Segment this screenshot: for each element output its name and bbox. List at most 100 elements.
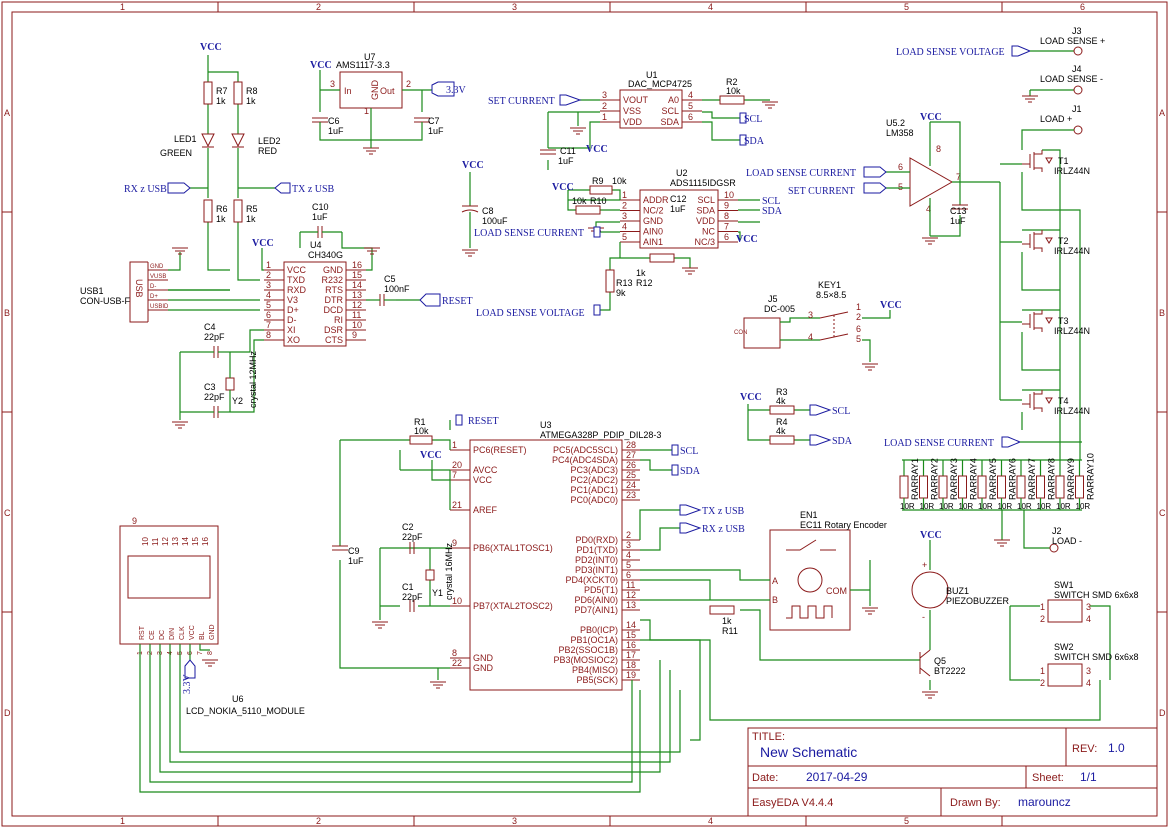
title-value: New Schematic (760, 744, 857, 760)
usb1-value: CON-USB-F (80, 296, 130, 306)
rarray-value: 10R (1037, 502, 1052, 511)
u7-pin1: 1 (364, 106, 369, 116)
r3r4-wires (747, 404, 810, 441)
usb1-body: USB (134, 279, 144, 298)
r1-ref: R1 (414, 417, 426, 427)
key1-pin-number: 2 (856, 312, 861, 322)
u3-pin-name: PD0(RXD) (575, 535, 618, 545)
drawn-value: marouncz (1018, 795, 1071, 809)
u3-pin-name: PB2(SSOC1B) (558, 645, 618, 655)
r6-ref: R6 (216, 204, 228, 214)
sw2-pin4: 4 (1086, 678, 1091, 688)
sheet-value: 1/1 (1080, 770, 1097, 784)
u5-pin7: 7 (956, 172, 961, 182)
u3-pin-number: 11 (626, 580, 635, 590)
j5-ref: J5 (768, 294, 778, 304)
r7-value: 1k (216, 96, 226, 106)
u3-atmega328p: U3 ATMEGA328P_PDIP_DIL28-3 (469, 420, 661, 691)
c9-capacitor: C9 1uF (332, 545, 364, 566)
u3-pin-name: PB0(ICP) (580, 625, 618, 635)
j5-con: CON (734, 330, 747, 336)
j1-ref: J1 (1072, 104, 1082, 114)
u6-wires (139, 639, 701, 793)
rarray-value: 10R (998, 502, 1013, 511)
u4-pin-name: V3 (287, 295, 298, 305)
mosfet-value: IRLZ44N (1054, 326, 1090, 336)
c5-ref: C5 (384, 274, 396, 284)
title-block: TITLE: New Schematic REV: 1.0 Date: 2017… (747, 727, 1158, 817)
usb1-pin-name: D- (150, 284, 156, 290)
u4-pin-number: 10 (352, 320, 362, 330)
grid-row-b: B (4, 308, 10, 318)
c5-value: 100nF (384, 284, 410, 294)
u6-pin-number: 8 (207, 651, 214, 655)
u4-pin-number: 8 (266, 330, 271, 340)
u6-top-pin: 14 (181, 537, 190, 546)
u4-pin-name: D- (287, 315, 297, 325)
rarray-ref: RARRAY6 (1008, 458, 1018, 500)
u6-value: LCD_NOKIA_5110_MODULE (186, 706, 305, 716)
u3-pin-name: PD1(TXD) (576, 545, 618, 555)
c10-value: 1uF (312, 212, 328, 222)
usb1-ref: USB1 (80, 286, 104, 296)
u5-pin8: 8 (936, 144, 941, 154)
dac-pin-number: 5 (688, 101, 693, 111)
gnd-symbol-j4 (1022, 95, 1038, 103)
r8-value: 1k (246, 96, 256, 106)
u2-pin-number: 4 (622, 222, 627, 232)
u3-pin-name: PB6(XTAL1TOSC1) (473, 543, 553, 553)
u4-pin-number: 5 (266, 300, 271, 310)
u3-pin-name: PC1(ADC1) (570, 485, 618, 495)
u3-pin-name: GND (473, 663, 494, 673)
dac-wires (547, 99, 770, 170)
gnd-symbol-r2 (762, 101, 778, 109)
gnd-symbol-j2 (994, 539, 1010, 547)
u3-pin-name: PD3(INT1) (575, 565, 618, 575)
key1-pin-number: 4 (808, 332, 813, 342)
u5-pin4: 4 (926, 204, 931, 214)
r13-resistor: R13 9k (605, 269, 633, 298)
lsv-label-2: LOAD SENSE VOLTAGE (896, 47, 1005, 58)
r3-ref: R3 (776, 387, 788, 397)
u6-pin-number: 7 (197, 651, 204, 655)
mosfet-value: IRLZ44N (1054, 406, 1090, 416)
r2-value: 10k (726, 86, 741, 96)
u4-pin-name: XO (287, 335, 300, 345)
u7-pin2: 2 (406, 79, 411, 89)
u7-value: AMS1117-3.3 (336, 60, 390, 70)
rx-usb-flag (167, 182, 191, 194)
q5-ref: Q5 (934, 656, 946, 666)
rarray-value: 10R (1056, 502, 1071, 511)
grid-row-b-right: B (1159, 308, 1165, 318)
r3-resistor: R3 4k (769, 387, 795, 415)
j4-value: LOAD SENSE - (1040, 74, 1103, 84)
y2-crystal: Y2 crystal 12MHz (225, 350, 258, 412)
usb1-pin-name: USBID (150, 304, 169, 310)
sw1-pin4: 4 (1086, 614, 1091, 624)
u5-value: LM358 (886, 128, 914, 138)
grid-row-a: A (4, 108, 10, 118)
c8-ref: C8 (482, 206, 494, 216)
u5-wires (886, 121, 1000, 237)
rarray-ref: RARRAY2 (930, 458, 940, 500)
r11-ref: R11 (722, 626, 738, 636)
r9-ref: R9 (592, 176, 604, 186)
u4-pin-name: DSR (324, 325, 344, 335)
scl-label-3: SCL (832, 406, 850, 417)
c3-ref: C3 (204, 382, 216, 392)
dac-mcp4725: U1 DAC_MCP4725 (619, 70, 692, 129)
mosfet-ref: T2 (1058, 236, 1069, 246)
r4-value: 4k (776, 426, 786, 436)
sw2-ref: SW2 (1054, 642, 1074, 652)
c8-value: 100uF (482, 216, 508, 226)
u4-pin-number: 2 (266, 270, 271, 280)
gnd-symbol-u5 (922, 237, 938, 245)
c13-capacitor: C13 1uF (950, 204, 968, 226)
u3-pin-number: 24 (626, 480, 636, 490)
